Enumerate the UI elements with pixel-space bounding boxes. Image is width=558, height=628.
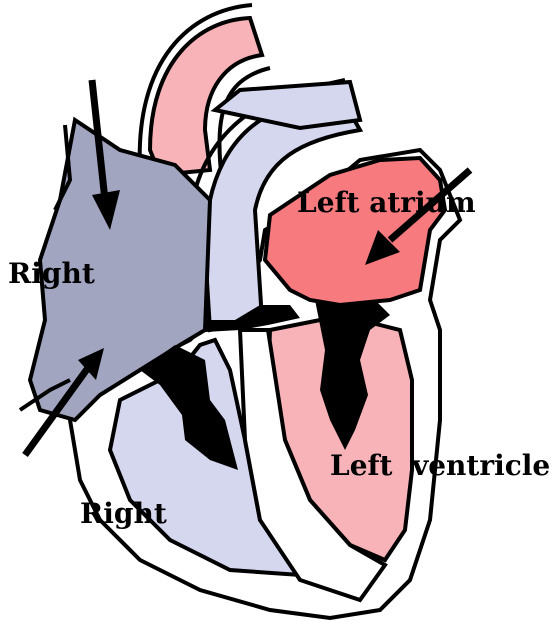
left-atrium-chamber bbox=[265, 158, 445, 305]
label-right-ventricle: Right bbox=[80, 500, 167, 528]
label-right-atrium: Right bbox=[8, 260, 95, 288]
label-left-atrium: Left atrium bbox=[297, 189, 476, 217]
label-left-ventricle: Left ventricle bbox=[330, 452, 550, 480]
